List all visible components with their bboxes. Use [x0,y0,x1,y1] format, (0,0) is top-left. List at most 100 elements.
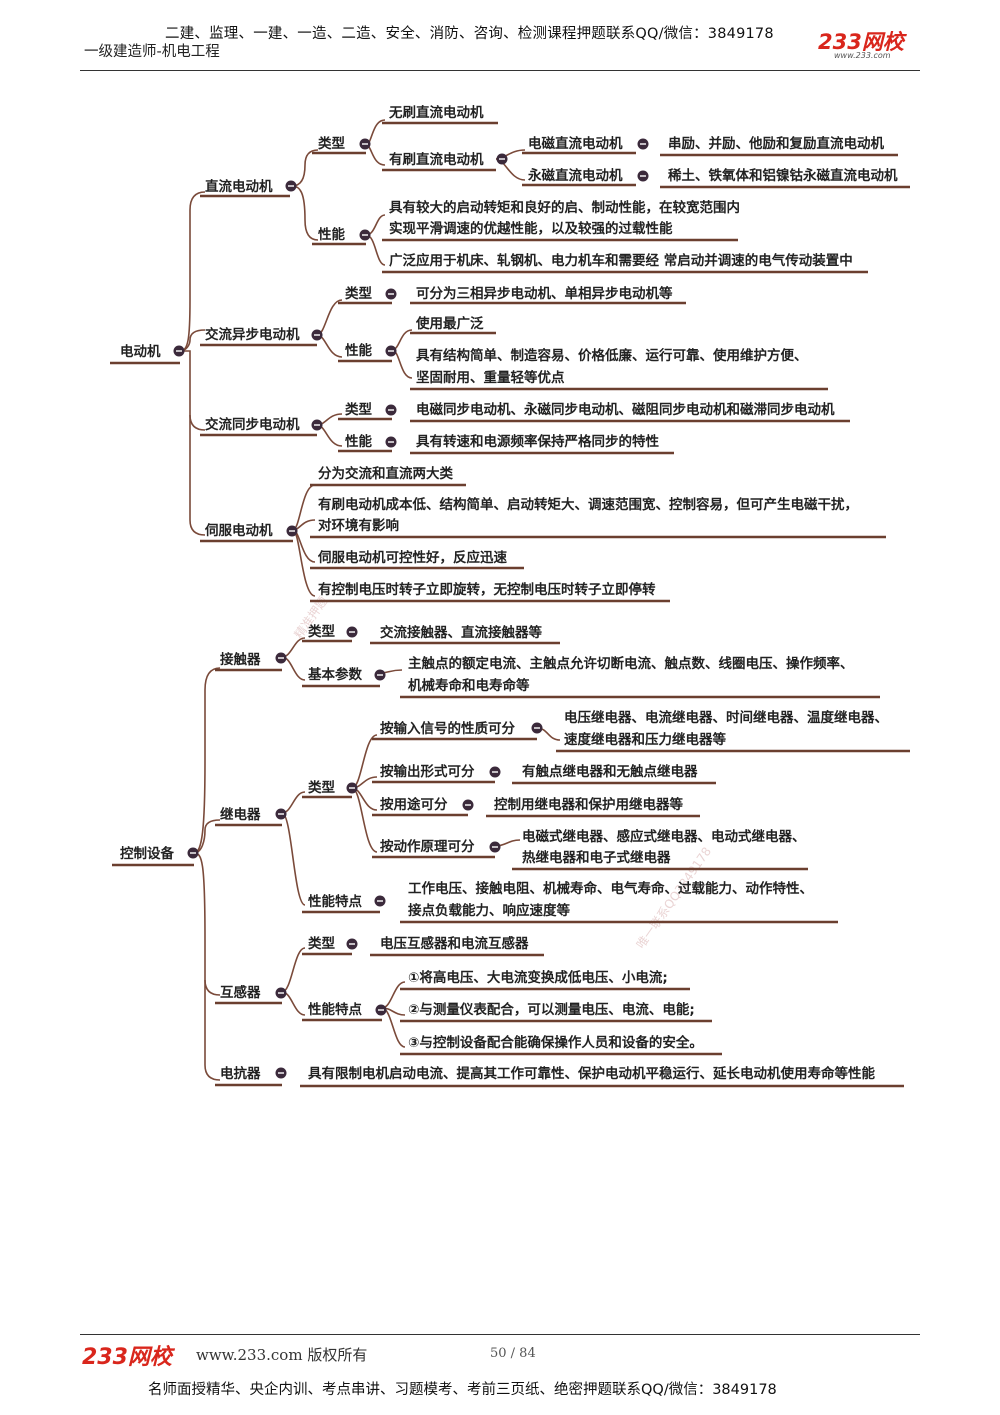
node-servo-4: 有控制电压时转子立即旋转，无控制电压时转子立即停转 [318,581,656,598]
node-sync-perf: 性能 [345,433,372,450]
node-relay-out-desc: 有触点继电器和无触点继电器 [522,763,698,780]
collapse-dot [531,722,543,734]
node-async-perf-2b: 坚固耐用、重量轻等优点 [416,369,565,386]
node-relay-use: 按用途可分 [380,796,448,813]
node-con-param-a: 主触点的额定电流、主触点允许切断电流、触点数、线圈电压、操作频率、 [408,655,854,672]
node-reactor-desc: 具有限制电机启动电流、提高其工作可靠性、保护电动机平稳运行、延长电动机使用寿命等… [307,1065,875,1082]
node-relay: 继电器 [220,806,261,823]
node-reactor: 电抗器 [220,1065,261,1082]
collapse-dot [375,1004,387,1016]
node-dc-perf: 性能 [318,226,345,243]
collapse-dot [275,1067,287,1079]
node-sync-motor: 交流同步电动机 [205,416,300,433]
node-relay-act: 按动作原理可分 [380,838,475,855]
collapse-dot [359,138,371,150]
node-relay-type: 类型 [308,779,335,796]
header-promo-line: 二建、监理、一建、一造、二造、安全、消防、咨询、检测课程押题联系QQ/微信：38… [165,26,774,42]
collapse-dot [346,782,358,794]
node-dc-pm-desc: 稀土、铁氧体和铝镍钴永磁直流电动机 [668,167,898,184]
collapse-dot [187,847,199,859]
node-relay-in: 按输入信号的性质可分 [380,720,515,737]
mind-map-underlines [110,121,910,1088]
node-trans-type-desc: 电压互感器和电流互感器 [380,935,529,952]
node-servo-3: 伺服电动机可控性好，反应迅速 [317,549,507,566]
node-control: 控制设备 [120,845,174,862]
node-trans-perf-3: ③与控制设备配合能确保操作人员和设备的安全。 [408,1034,703,1051]
node-sync-type-desc: 电磁同步电动机、永磁同步电动机、磁阻同步电动机和磁滞同步电动机 [416,401,835,418]
motor-branch: 电动机 直流电动机 类型 无刷直流电动机 有刷直流电动机 电磁直流电动机 串励、… [120,104,898,598]
node-sync-type: 类型 [345,401,372,418]
collapse-dot [462,799,474,811]
node-dc-perf-1b: 实现平滑调速的优越性能，以及较强的过载性能 [389,220,673,237]
node-dc-perf-2: 广泛应用于机床、轧钢机、电力机车和需要经 常启动并调速的电气传动装置中 [389,252,853,269]
collapse-dot [173,345,185,357]
collapse-dot [311,329,323,341]
node-relay-in-a: 电压继电器、电流继电器、时间继电器、温度继电器、 [564,709,888,726]
node-async-type-desc: 可分为三相异步电动机、单相异步电动机等 [416,285,673,302]
collapse-dot [346,626,358,638]
node-transformer: 互感器 [220,984,261,1001]
collapse-dot [374,895,386,907]
node-relay-act-a: 电磁式继电器、感应式继电器、电动式继电器、 [522,828,806,845]
collapse-dot [374,669,386,681]
header-divider [80,70,920,71]
footer-logo: 233网校 [82,1345,172,1370]
collapse-dot [385,288,397,300]
node-async-type: 类型 [345,285,372,302]
node-servo-2a: 有刷电动机成本低、结构简单、启动转矩大、调速范围宽、控制容易，但可产生电磁干扰， [318,496,858,513]
node-dc-type: 类型 [318,135,345,152]
node-servo-1: 分为交流和直流两大类 [318,465,453,482]
footer-divider [80,1334,920,1335]
node-trans-perf-1: ①将高电压、大电流变换成低电压、小电流; [408,969,668,986]
node-trans-perf: 性能特点 [308,1001,362,1018]
collapse-dot [385,345,397,357]
collapse-dot [285,180,297,192]
collapse-dot [637,170,649,182]
collapse-dot [311,419,323,431]
collapse-dot [286,525,298,537]
collapse-dot [489,766,501,778]
brand-logo-url: www.233.com [834,51,891,60]
node-dc-em-desc: 串励、并励、他励和复励直流电动机 [668,135,884,152]
node-async-perf: 性能 [345,342,372,359]
node-trans-type: 类型 [308,935,335,952]
footer-copyright: www.233.com 版权所有 [196,1346,368,1364]
node-relay-in-b: 速度继电器和压力继电器等 [564,731,726,748]
collapse-dot [275,652,287,664]
collapse-dot [275,987,287,999]
collapse-dot [637,138,649,150]
brand-logo: 233网校 [818,30,904,54]
node-async-perf-2a: 具有结构简单、制造容易、价格低廉、运行可靠、使用维护方便、 [415,347,808,364]
node-dc-perf-1a: 具有较大的启动转矩和良好的启、制动性能，在较宽范围内 [388,199,740,216]
node-relay-out: 按输出形式可分 [380,763,475,780]
node-servo-2b: 对环境有影响 [318,517,399,534]
node-motor: 电动机 [120,343,161,360]
node-dc-pm: 永磁直流电动机 [528,167,623,184]
collapse-dot [496,153,508,165]
node-relay-act-b: 热继电器和电子式继电器 [522,849,671,866]
header-subtitle: 一级建造师-机电工程 [84,44,220,60]
footer-promo-line: 名师面授精华、央企内训、考点串讲、习题模考、考前三页纸、绝密押题联系QQ/微信：… [148,1382,777,1398]
node-servo-motor: 伺服电动机 [204,522,273,539]
page-number: 50 / 84 [490,1346,536,1361]
collapse-dot [346,938,358,950]
node-async-motor: 交流异步电动机 [205,326,300,343]
node-con-type-desc: 交流接触器、直流接触器等 [380,624,542,641]
node-con-param-b: 机械寿命和电寿命等 [408,677,530,694]
node-dc-em: 电磁直流电动机 [528,135,623,152]
node-contactor: 接触器 [220,651,261,668]
node-dc-brushed: 有刷直流电动机 [389,151,484,168]
collapse-dot [359,229,371,241]
node-dc-brushless: 无刷直流电动机 [388,104,484,121]
node-con-param: 基本参数 [308,666,362,683]
node-relay-perf-b: 接点负载能力、响应速度等 [408,902,570,919]
collapse-dot [385,404,397,416]
mind-map-collapse-dots [173,138,649,1079]
collapse-dot [385,436,397,448]
control-branch: 控制设备 接触器 类型 交流接触器、直流接触器等 基本参数 主触点的额定电流、主… [120,623,888,1082]
node-sync-perf-desc: 具有转速和电源频率保持严格同步的特性 [415,433,659,450]
collapse-dot [489,841,501,853]
node-relay-perf: 性能特点 [308,893,362,910]
mind-map-branches [179,119,561,1081]
